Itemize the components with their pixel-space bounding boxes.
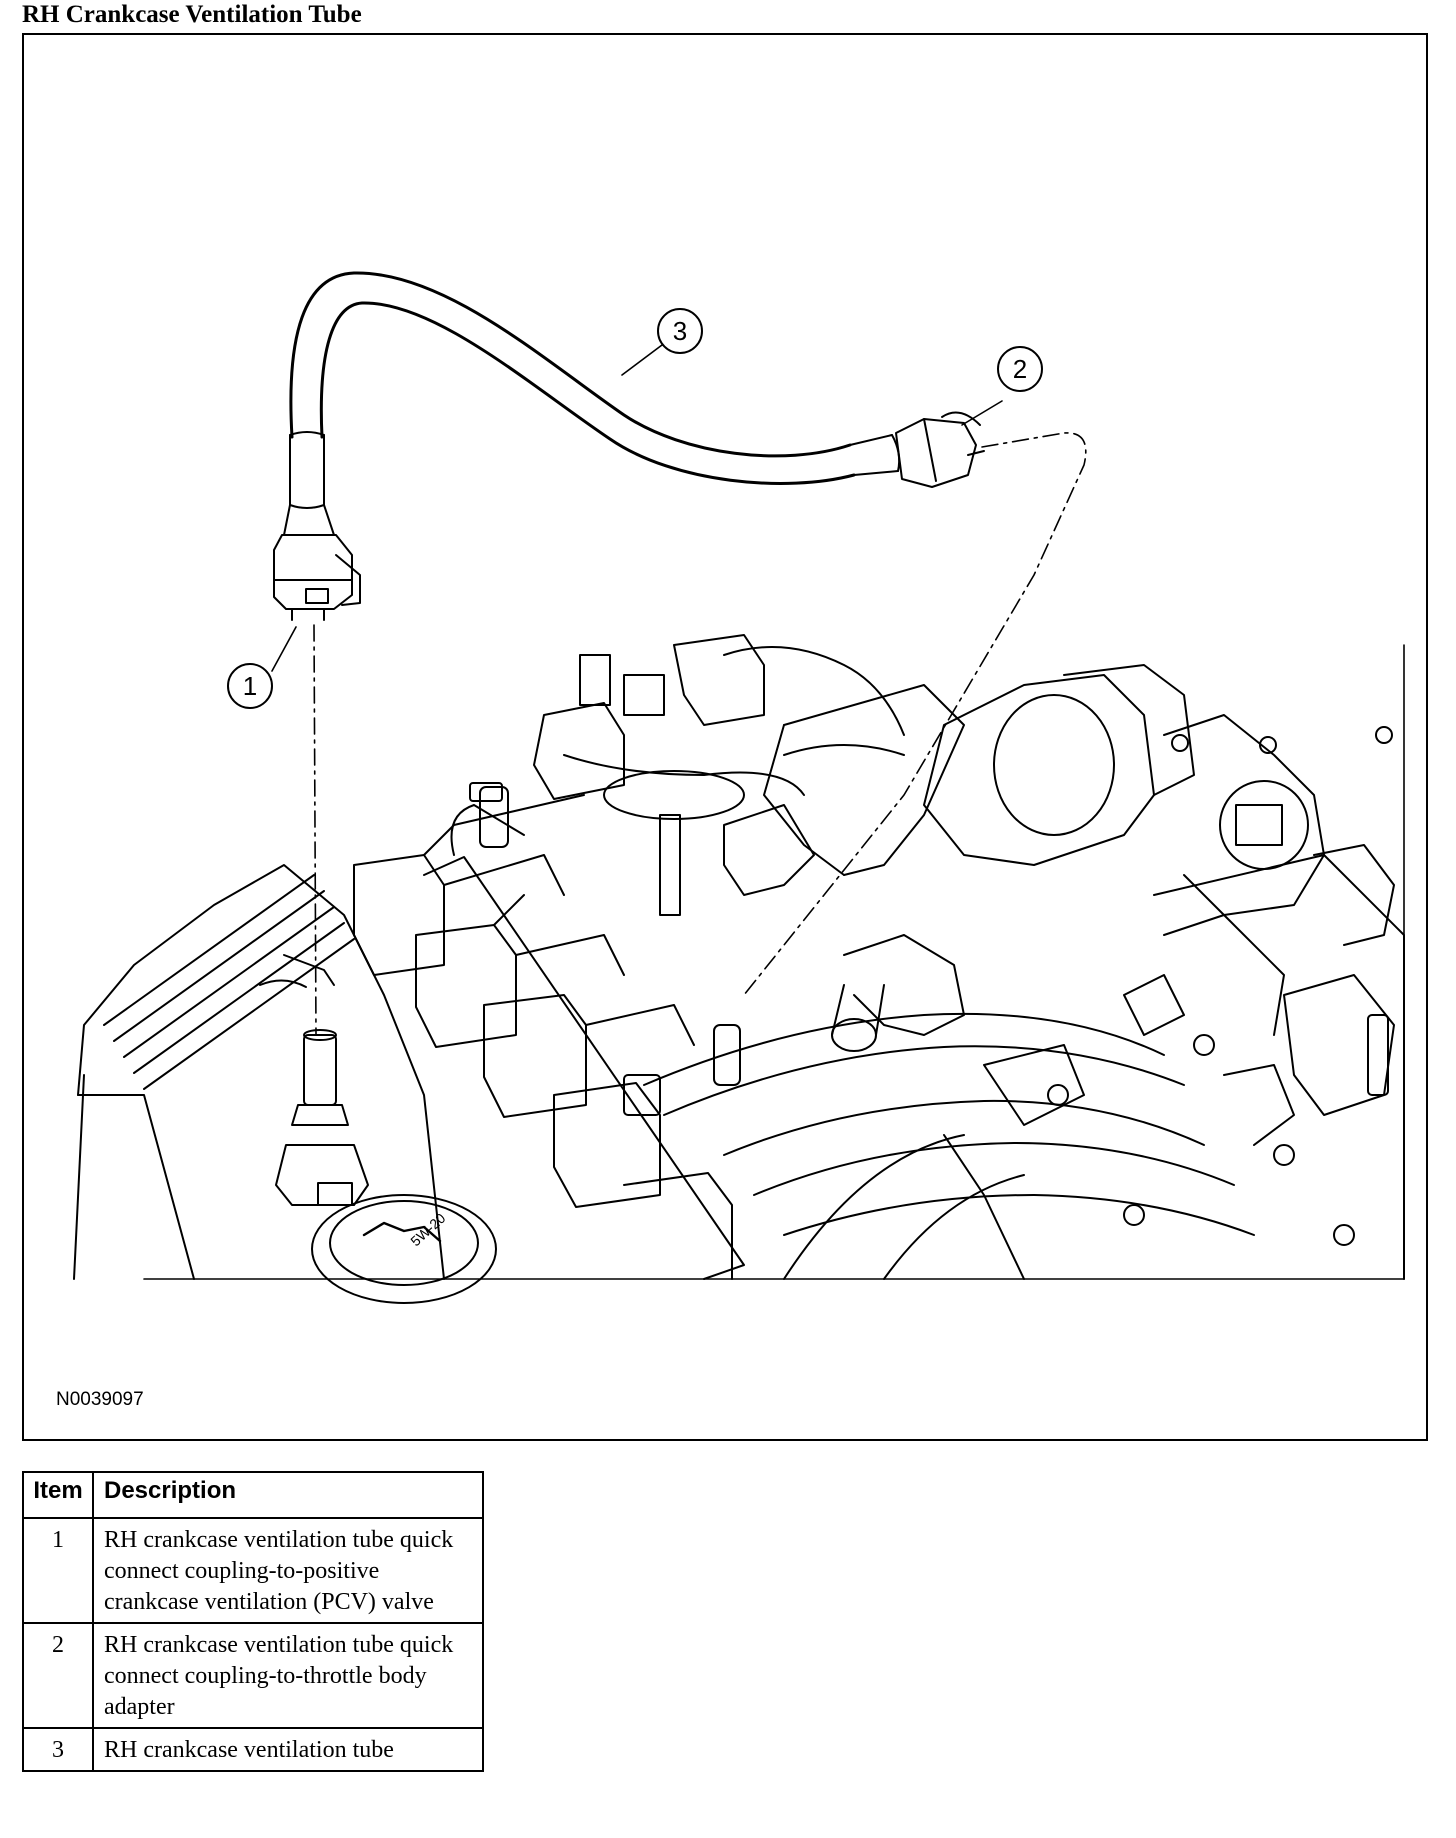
item-number: 2 bbox=[22, 1622, 94, 1729]
callout-labels: 1 2 3 bbox=[243, 316, 1027, 701]
quick-connect-coupling-2 bbox=[895, 411, 985, 488]
quick-connect-coupling-1 bbox=[273, 534, 361, 621]
table-row: 3 RH crankcase ventilation tube bbox=[22, 1727, 484, 1772]
item-description: RH crankcase ventilation tube quick conn… bbox=[92, 1622, 484, 1729]
table-row: 1 RH crankcase ventilation tube quick co… bbox=[22, 1517, 484, 1624]
table-header-row: Item Description bbox=[22, 1471, 484, 1519]
callout-1-number: 1 bbox=[243, 671, 257, 701]
oil-filler-cap bbox=[311, 1194, 497, 1304]
valve-cover bbox=[73, 864, 445, 1280]
item-number: 3 bbox=[22, 1727, 94, 1772]
throttle-body-adapter bbox=[831, 934, 965, 1052]
ventilation-tube bbox=[283, 271, 901, 536]
sensor-cluster bbox=[533, 634, 905, 916]
item-description: RH crankcase ventilation tube quick conn… bbox=[92, 1517, 484, 1624]
header-item: Item bbox=[22, 1471, 94, 1519]
figure-frame: 5W-20 bbox=[22, 33, 1428, 1441]
pcv-valve bbox=[275, 1029, 369, 1206]
callout-1 bbox=[227, 626, 297, 709]
ignition-coil-row bbox=[353, 794, 733, 1280]
engine-diagram: 5W-20 bbox=[73, 271, 1405, 1304]
figure-id: N0039097 bbox=[56, 1389, 144, 1410]
callout-3-number: 3 bbox=[673, 316, 687, 346]
callout-2 bbox=[961, 346, 1043, 426]
drawing-bottom-edge bbox=[143, 644, 1405, 1280]
header-description: Description bbox=[92, 1471, 484, 1519]
page-title: RH Crankcase Ventilation Tube bbox=[22, 1, 362, 28]
item-number: 1 bbox=[22, 1517, 94, 1624]
table-row: 2 RH crankcase ventilation tube quick co… bbox=[22, 1622, 484, 1729]
intake-manifold bbox=[643, 974, 1355, 1280]
assembly-line-2 bbox=[743, 432, 1087, 996]
intake-tube bbox=[763, 684, 965, 876]
callout-3 bbox=[621, 308, 703, 376]
item-description: RH crankcase ventilation tube bbox=[92, 1727, 484, 1772]
fuel-rail bbox=[423, 782, 745, 1280]
callout-2-number: 2 bbox=[1013, 354, 1027, 384]
item-description-table: Item Description 1 RH crankcase ventilat… bbox=[22, 1471, 484, 1772]
